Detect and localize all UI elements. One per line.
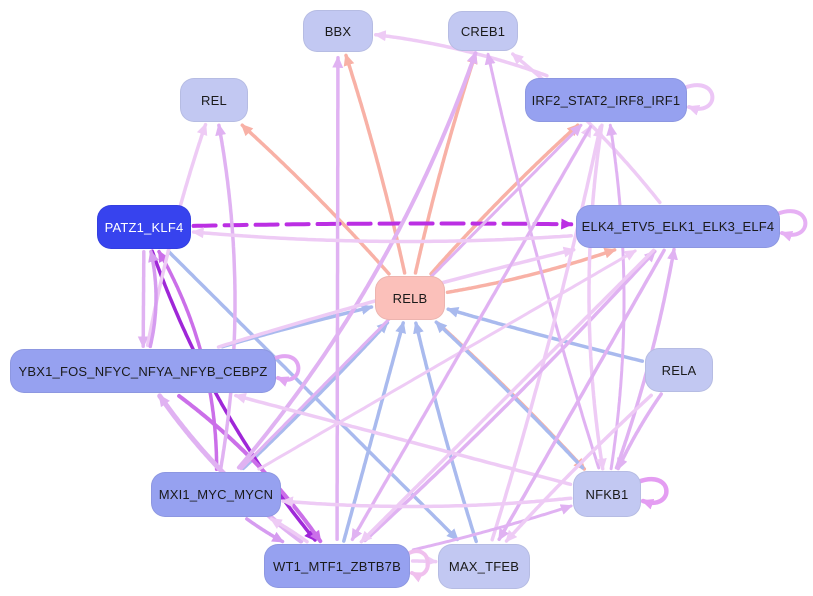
- self-loop-YBX1: [271, 354, 301, 387]
- node-patz1[interactable]: PATZ1_KLF4: [97, 205, 191, 249]
- edge-WT1-MAX: [410, 555, 438, 567]
- edge-ELK4-PATZ1: [191, 227, 573, 244]
- node-label: PATZ1_KLF4: [104, 219, 184, 235]
- node-label: MAX_TFEB: [448, 558, 520, 574]
- node-max[interactable]: MAX_TFEB: [438, 543, 530, 589]
- edge-WT1-NFKB1: [411, 504, 573, 552]
- node-label: ELK4_ETV5_ELK1_ELK3_ELF4: [581, 218, 775, 234]
- node-label: BBX: [324, 23, 352, 39]
- node-wt1[interactable]: WT1_MTF1_ZBTB7B: [264, 544, 410, 588]
- edge-MXI1-WT1: [245, 517, 285, 544]
- self-loop-IRF2: [682, 83, 715, 116]
- edge-RELB-ELK4: [445, 247, 617, 295]
- edge-ELK4-WT1: [359, 248, 656, 544]
- edge-ELK4-CREB1: [511, 52, 662, 205]
- node-label: MXI1_MYC_MYCN: [158, 486, 274, 502]
- edge-MXI1-CREB1: [236, 51, 478, 470]
- node-label: NFKB1: [585, 486, 629, 502]
- node-label: RELA: [661, 362, 697, 378]
- self-loop-WT1: [405, 549, 430, 583]
- node-bbx[interactable]: BBX: [303, 10, 373, 52]
- edge-IRF2-NFKB1: [587, 123, 607, 471]
- node-elk4[interactable]: ELK4_ETV5_ELK1_ELK3_ELF4: [576, 204, 780, 248]
- self-loop-NFKB1: [635, 477, 669, 510]
- edge-MXI1-REL: [215, 123, 237, 471]
- edge-NFKB1-YBX1: [233, 392, 573, 487]
- edge-IRF2-WT1: [350, 125, 593, 542]
- edge-RELB-REL: [240, 123, 391, 276]
- edge-RELA-NFKB1: [616, 392, 663, 471]
- node-relb[interactable]: RELB: [375, 276, 445, 320]
- edge-NFKB1-IRF2: [606, 123, 626, 471]
- edge-PATZ1-ELK4: [191, 218, 574, 230]
- node-label: IRF2_STAT2_IRF8_IRF1: [531, 92, 681, 108]
- edge-YBX1-WT1: [177, 394, 323, 544]
- edge-WT1-ELK4: [363, 249, 657, 543]
- node-creb1[interactable]: CREB1: [448, 11, 518, 51]
- node-label: RELB: [392, 290, 428, 306]
- node-nfkb1[interactable]: NFKB1: [573, 471, 641, 517]
- edge-MAX-IRF2: [490, 125, 604, 542]
- node-rela[interactable]: RELA: [645, 348, 713, 392]
- edge-MXI1-ELK4: [257, 249, 637, 471]
- edge-NFKB1-MXI1: [281, 496, 573, 509]
- node-mxi1[interactable]: MXI1_MYC_MYCN: [151, 471, 281, 517]
- node-label: CREB1: [460, 23, 506, 39]
- edge-RELB-IRF2: [429, 123, 580, 276]
- node-label: WT1_MTF1_ZBTB7B: [273, 558, 401, 574]
- edge-WT1-BBX: [332, 55, 344, 542]
- node-ybx1[interactable]: YBX1_FOS_NFYC_NFYA_NFYB_CEBPZ: [10, 349, 276, 393]
- edge-WT1-MXI1: [269, 517, 309, 544]
- self-loop-ELK4: [775, 209, 808, 242]
- edge-PATZ1-YBX1: [137, 249, 149, 349]
- node-label: YBX1_FOS_NFYC_NFYA_NFYB_CEBPZ: [18, 363, 268, 379]
- edge-YBX1-PATZ1: [148, 249, 159, 349]
- node-irf2[interactable]: IRF2_STAT2_IRF8_IRF1: [525, 78, 687, 122]
- edge-RELA-MAX: [504, 393, 653, 543]
- edge-ELK4-MAX: [497, 248, 666, 542]
- node-rel[interactable]: REL: [180, 78, 248, 122]
- node-label: REL: [201, 92, 227, 108]
